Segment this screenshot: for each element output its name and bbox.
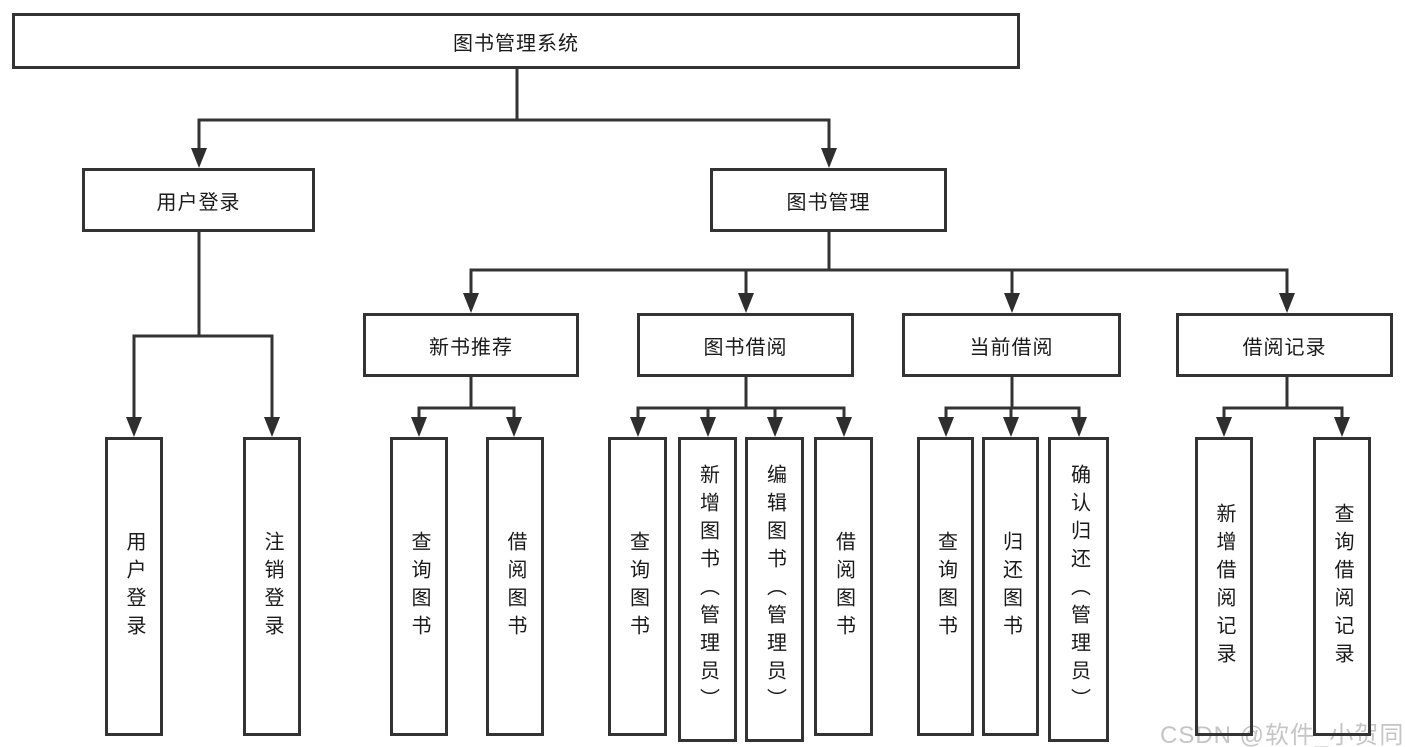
node-label: 新增借阅记录 — [1213, 502, 1235, 671]
node-label: 查询图书 — [408, 530, 430, 643]
node-user-login-action: 用户登录 — [105, 437, 163, 736]
node-add-books-admin: 新增图书（管理员） — [678, 437, 737, 742]
node-query-books-borrow: 查询图书 — [608, 437, 667, 736]
node-book-borrowing: 图书借阅 — [637, 313, 854, 377]
node-label: 用户登录 — [123, 530, 145, 643]
node-edit-books-admin: 编辑图书（管理员） — [745, 437, 804, 742]
node-root: 图书管理系统 — [12, 13, 1020, 69]
node-user-login: 用户登录 — [82, 168, 315, 232]
node-book-management: 图书管理 — [710, 168, 947, 232]
node-label: 确认归还（管理员） — [1067, 463, 1090, 716]
node-query-borrow-record: 查询借阅记录 — [1313, 437, 1371, 736]
node-label: 注销登录 — [261, 530, 283, 643]
node-logout-action: 注销登录 — [243, 437, 301, 736]
node-query-books-current: 查询图书 — [917, 437, 974, 736]
node-label: 新增图书（管理员） — [696, 463, 719, 716]
node-label: 借阅图书 — [832, 530, 855, 643]
node-label: 查询借阅记录 — [1331, 502, 1353, 671]
node-label: 编辑图书（管理员） — [763, 463, 786, 716]
node-current-borrowing: 当前借阅 — [902, 313, 1121, 377]
node-label: 归还图书 — [999, 530, 1022, 643]
node-label: 查询图书 — [626, 530, 649, 643]
node-borrowing-records: 借阅记录 — [1176, 313, 1393, 377]
node-borrow-books: 借阅图书 — [814, 437, 873, 736]
node-label: 借阅图书 — [504, 530, 526, 643]
node-return-books: 归还图书 — [982, 437, 1039, 736]
node-add-borrow-record: 新增借阅记录 — [1195, 437, 1253, 736]
node-query-books-recommend: 查询图书 — [390, 437, 448, 736]
node-label: 查询图书 — [934, 530, 957, 643]
node-confirm-return-admin: 确认归还（管理员） — [1048, 437, 1109, 742]
node-borrow-books-recommend: 借阅图书 — [486, 437, 544, 736]
node-new-book-recommendation: 新书推荐 — [363, 313, 579, 377]
